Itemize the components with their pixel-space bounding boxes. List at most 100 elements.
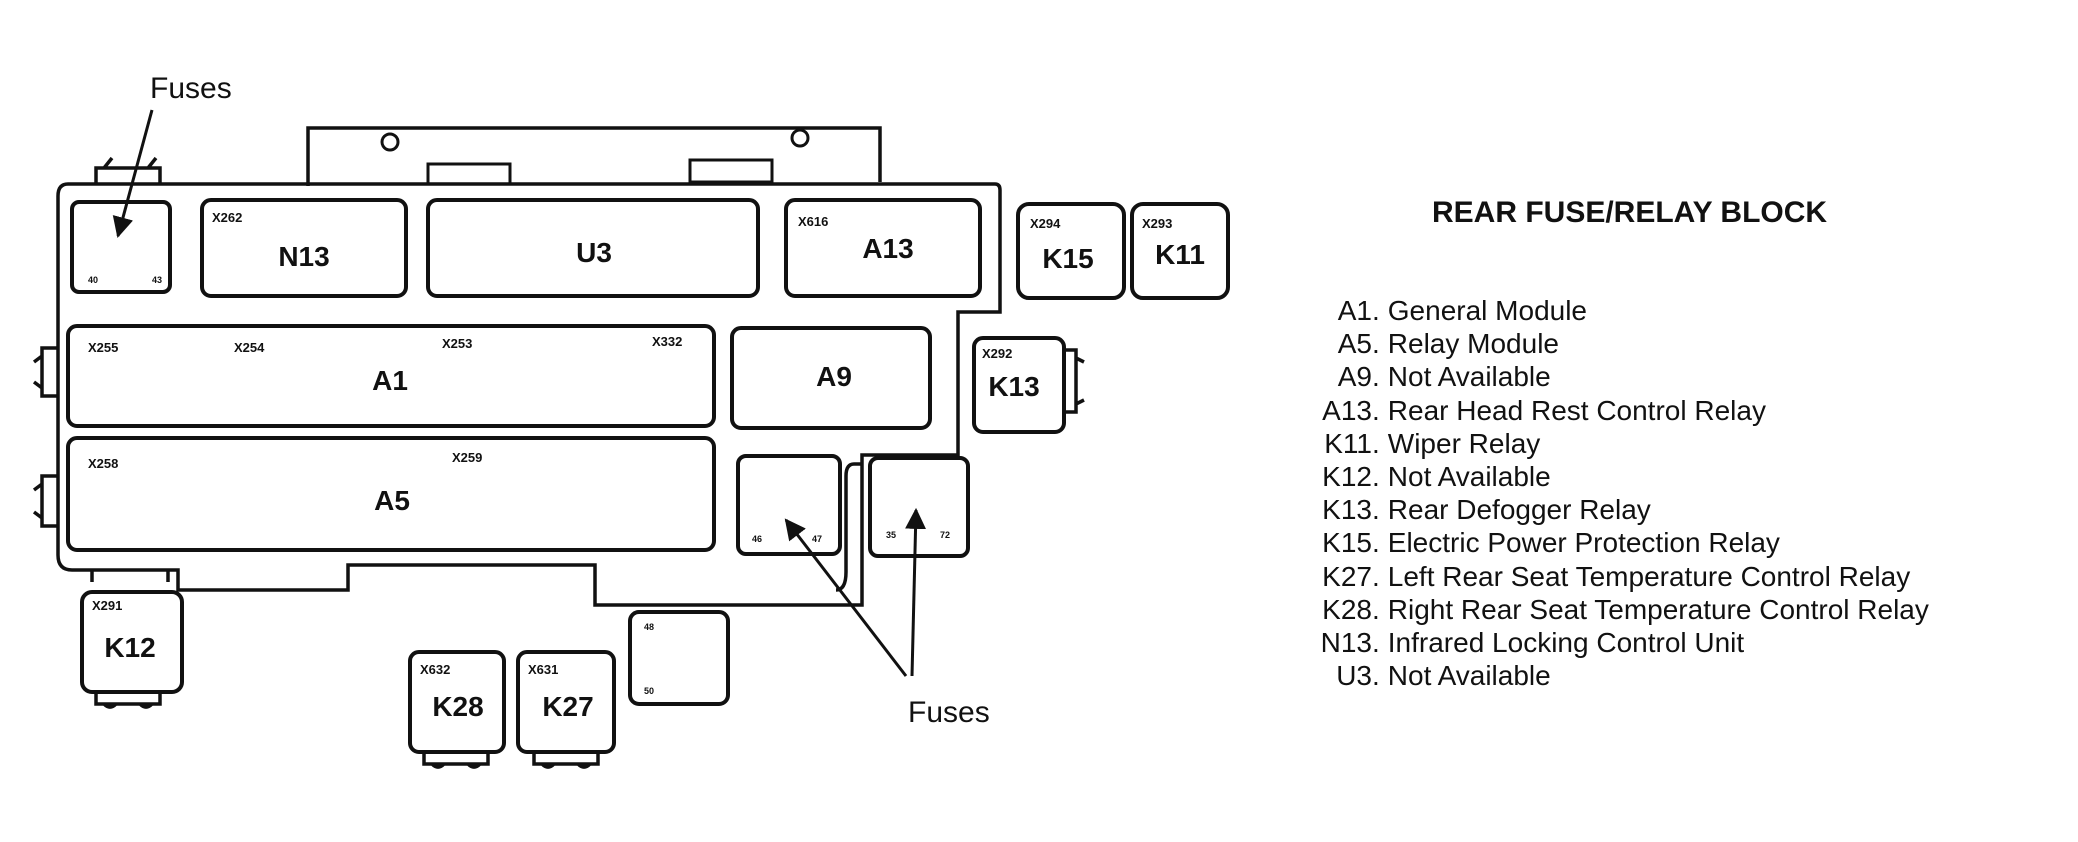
top-latch-right	[688, 158, 774, 184]
legend-item: K15.Electric Power Protection Relay	[1300, 526, 1929, 559]
legend-key: K28	[1322, 593, 1372, 625]
connector-x253: X253	[442, 336, 472, 351]
legend-text: General Module	[1387, 295, 1588, 326]
fuse-group-mid-right	[868, 456, 970, 558]
module-u3	[426, 198, 760, 298]
relay-a13	[784, 198, 982, 298]
legend-key: A5	[1337, 328, 1372, 360]
legend-text: Electric Power Protection Relay	[1387, 527, 1780, 559]
fuse-mark: 43	[152, 275, 162, 285]
fuse-mark: 40	[88, 275, 98, 285]
relay-k27	[516, 650, 616, 754]
legend-text: Relay Module	[1387, 328, 1559, 360]
legend-item: N13.Infrared Locking Control Unit	[1300, 626, 1929, 659]
legend-item: K12.Not Available	[1300, 460, 1929, 493]
module-a5	[66, 436, 716, 552]
label-k28: K28	[432, 691, 483, 722]
legend-item: U3.Not Available	[1300, 659, 1929, 692]
fuse-mark: 72	[940, 530, 950, 540]
clip-right-k13	[1058, 348, 1085, 414]
label-a9: A9	[816, 361, 852, 392]
fuse-group-top-left	[70, 200, 172, 294]
legend-text: Rear Head Rest Control Relay	[1387, 394, 1766, 426]
k28-foot	[422, 752, 490, 769]
connector-x332: X332	[652, 334, 682, 349]
connector-x631: X631	[528, 662, 558, 677]
legend-text: Left Rear Seat Temperature Control Relay	[1387, 560, 1911, 592]
bracket	[835, 462, 862, 592]
connector-x262: X262	[212, 210, 242, 225]
connector-x292: X292	[982, 346, 1012, 361]
k12-stem	[90, 570, 170, 582]
legend-key: A9	[1337, 361, 1372, 393]
arrow-fuses-bottom-1	[784, 518, 908, 677]
legend-title: REAR FUSE/RELAY BLOCK	[1432, 196, 1828, 229]
connector-x291: X291	[92, 598, 122, 613]
legend-key: K13	[1322, 494, 1372, 526]
legend-list: A1.General Module A5.Relay Module A9.Not…	[1300, 294, 1929, 692]
top-latch-left	[426, 162, 512, 186]
fuse-mark: 46	[752, 534, 762, 544]
legend-item: A9.Not Available	[1300, 360, 1929, 393]
callout-fuses-top: Fuses	[150, 72, 232, 105]
block-housing	[56, 182, 1002, 607]
legend-item: A13.Rear Head Rest Control Relay	[1300, 394, 1929, 427]
relay-k15	[1016, 202, 1126, 300]
label-n13: N13	[278, 241, 329, 272]
legend-key: N13	[1320, 627, 1372, 659]
legend-key: U3	[1336, 660, 1372, 692]
relay-k11	[1130, 202, 1230, 300]
legend-item: K11.Wiper Relay	[1300, 427, 1929, 460]
label-k11: K11	[1155, 239, 1205, 270]
label-a1: A1	[372, 365, 408, 396]
fuse-group-bottom	[628, 610, 730, 706]
clip-top-left	[94, 156, 162, 184]
connector-x255: X255	[88, 340, 118, 355]
connector-x632: X632	[420, 662, 450, 677]
module-a1	[66, 324, 716, 428]
legend-text: Wiper Relay	[1387, 427, 1541, 459]
k27-foot	[532, 752, 600, 769]
legend-key: A1	[1337, 295, 1372, 326]
fuse-mark: 47	[812, 534, 822, 544]
fuse-mark: 48	[644, 622, 654, 632]
legend-key: K12	[1322, 461, 1372, 493]
legend-item: A1.General Module	[1300, 294, 1929, 327]
arrow-fuses-bottom-2	[905, 507, 927, 677]
callout-fuses-bottom: Fuses	[908, 696, 990, 729]
legend-text: Not Available	[1387, 361, 1551, 393]
legend-key: K11	[1324, 427, 1372, 459]
legend-item: K28.Right Rear Seat Temperature Control …	[1300, 593, 1929, 626]
module-a9	[730, 326, 932, 430]
legend-item: A5.Relay Module	[1300, 327, 1929, 360]
legend-item: K27.Left Rear Seat Temperature Control R…	[1300, 560, 1929, 593]
fuse-mark: 35	[886, 530, 896, 540]
relay-k12	[80, 590, 184, 694]
clip-left-1	[32, 346, 58, 398]
arrow-fuses-top	[112, 109, 154, 239]
legend-text: Right Rear Seat Temperature Control Rela…	[1387, 593, 1929, 625]
label-a5: A5	[374, 485, 410, 516]
label-k12: K12	[104, 632, 155, 663]
legend-text: Not Available	[1387, 660, 1551, 692]
label-k15: K15	[1042, 243, 1093, 274]
fuse-mark: 50	[644, 686, 654, 696]
legend-key: A13	[1322, 394, 1372, 426]
fuse-group-mid-left	[736, 454, 842, 556]
legend-key: K27	[1322, 560, 1372, 592]
label-k27: K27	[542, 691, 593, 722]
relay-k13	[972, 336, 1066, 434]
connector-x294: X294	[1030, 216, 1061, 231]
connector-x254: X254	[234, 340, 265, 355]
connector-x259: X259	[452, 450, 482, 465]
legend-item: K13.Rear Defogger Relay	[1300, 493, 1929, 526]
block-top-section	[306, 126, 882, 186]
relay-k28	[408, 650, 506, 754]
legend-text: Not Available	[1387, 461, 1551, 493]
label-k13: K13	[988, 371, 1039, 402]
mount-hole-right	[790, 128, 810, 148]
legend-key: K15	[1322, 527, 1372, 559]
legend-text: Infrared Locking Control Unit	[1387, 627, 1745, 659]
mount-hole-left	[380, 132, 400, 152]
clip-left-2	[32, 474, 58, 528]
